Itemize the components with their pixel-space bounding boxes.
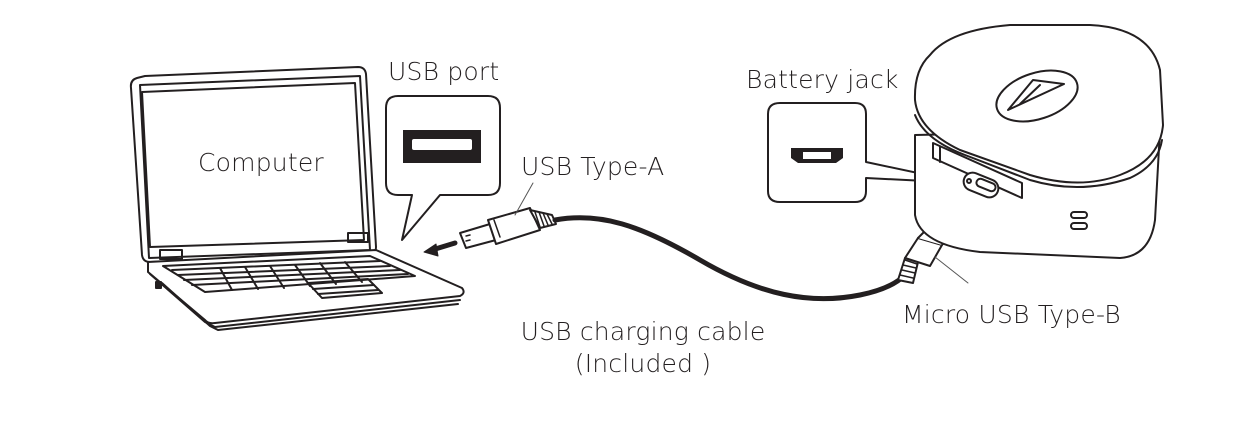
usb-type-a-leader — [514, 182, 534, 216]
usb-port-label: USB port — [388, 57, 500, 86]
usb-port-callout-bubble — [385, 95, 501, 241]
usb-charging-cable — [552, 215, 908, 302]
cable-label-line1: USB charging cable — [520, 317, 766, 346]
case-indicator-1 — [1070, 211, 1088, 219]
usb-a-housing — [487, 207, 541, 245]
battery-jack-label: Battery jack — [746, 65, 899, 94]
laptop-trackpad — [307, 278, 383, 299]
laptop-icon — [129, 66, 465, 331]
insert-arrow-left-icon — [423, 240, 458, 257]
case-front-slot — [932, 142, 1023, 199]
case-indicator-2 — [1070, 222, 1088, 230]
laptop-hinge-right — [347, 232, 369, 243]
charging-case-icon — [913, 24, 1164, 259]
case-charging-port — [962, 171, 1000, 199]
micro-usb-leader — [934, 256, 969, 284]
laptop-hinge-left — [159, 249, 183, 260]
computer-label: Computer — [198, 148, 324, 177]
usb-a-plug-icon — [459, 182, 557, 249]
laptop-keyboard — [162, 255, 416, 293]
laptop-screen — [141, 82, 365, 248]
laptop-side-port — [155, 281, 162, 289]
brand-logo-icon — [995, 69, 1079, 123]
micro-usb-port-icon — [791, 148, 843, 163]
usb-port-callout — [385, 95, 501, 241]
usb-type-a-label: USB Type-A — [521, 152, 665, 181]
usb-port-icon — [403, 130, 481, 163]
case-lid — [913, 24, 1164, 184]
micro-usb-type-b-label: Micro USB Type-B — [902, 300, 1121, 329]
cable-label: USB charging cable (Included ) — [512, 317, 774, 378]
cable-label-line2: (Included ) — [574, 349, 712, 378]
